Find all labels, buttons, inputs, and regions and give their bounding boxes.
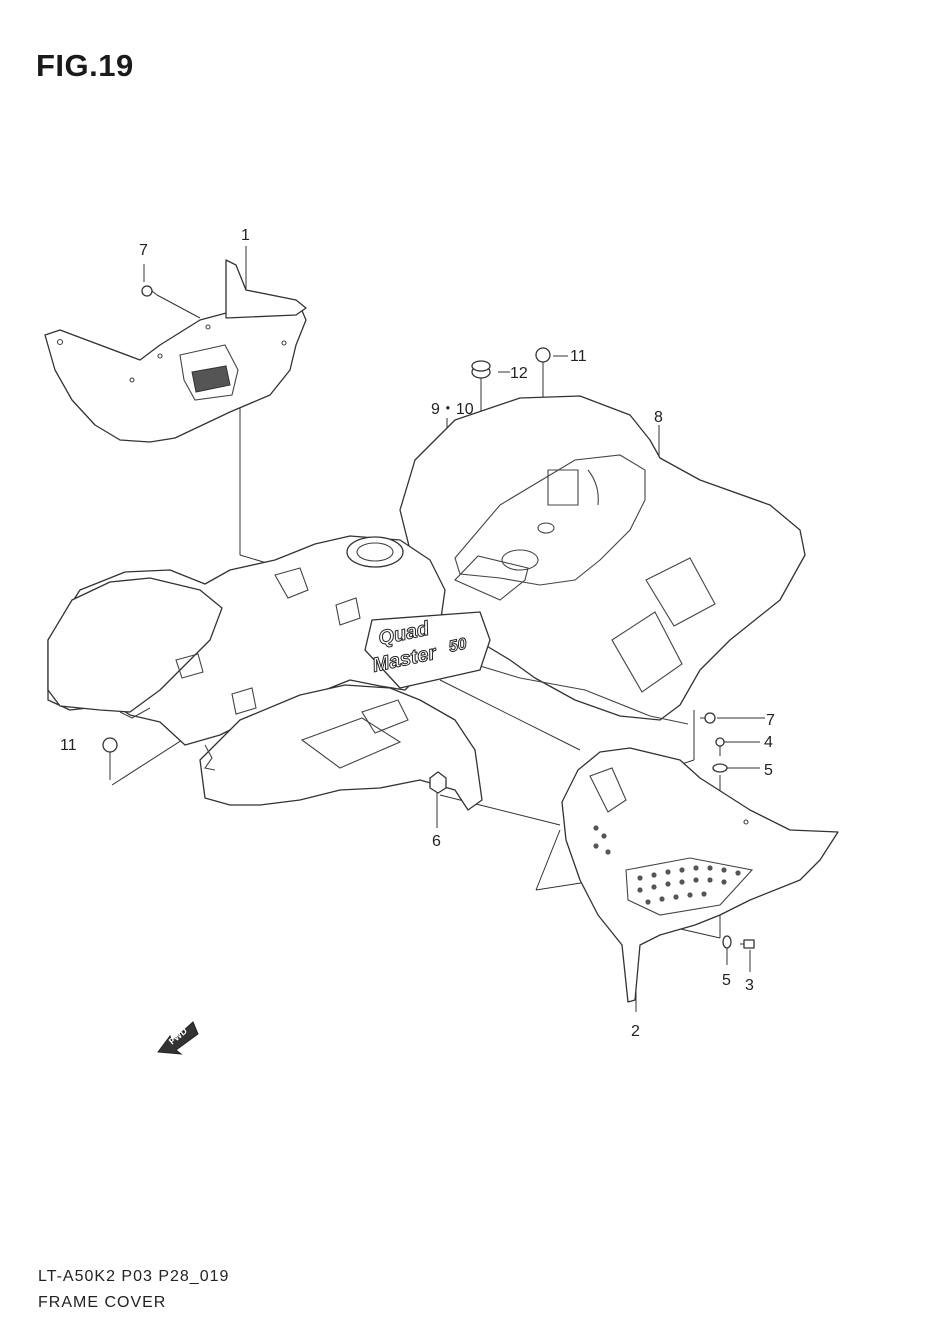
- part-9-10-body-cover: Quad Master 50: [47, 535, 491, 811]
- callout-12: 12: [510, 365, 528, 382]
- callout-7-right: 7: [766, 712, 775, 729]
- bolt-7-right: [700, 712, 716, 724]
- callout-7-top: 7: [139, 242, 148, 259]
- callout-3: 3: [745, 977, 754, 994]
- bolt-11-top: [535, 347, 551, 372]
- part-8-rear-fender: [399, 395, 806, 725]
- fwd-arrow-icon: FWD: [157, 1021, 199, 1055]
- callout-2: 2: [631, 1023, 640, 1040]
- callout-8: 8: [654, 409, 663, 426]
- washer-5-lower: [722, 935, 732, 949]
- callout-1: 1: [241, 227, 250, 244]
- bolt-7-top: [141, 285, 158, 297]
- part-2-footrest: [561, 747, 839, 1003]
- callout-11-top: 11: [570, 348, 587, 365]
- callout-9-10: 9・10: [431, 401, 474, 418]
- diagram-code: LT-A50K2 P03 P28_019: [38, 1268, 230, 1285]
- callout-5-lower: 5: [722, 972, 731, 989]
- callout-5-upper: 5: [764, 762, 773, 779]
- callout-labels: 1 2 3 4 5 5 6 7 7 8 9・10 11 11 12: [60, 227, 775, 1040]
- quad-master-decal: Quad Master 50: [364, 611, 491, 689]
- part-1-front-cover: [44, 259, 307, 443]
- callout-11-left: 11: [60, 737, 77, 754]
- svg-text:50: 50: [447, 636, 468, 656]
- figure-title: FIG.19: [36, 48, 134, 83]
- callout-4: 4: [764, 734, 773, 751]
- bolt-4: [715, 737, 725, 756]
- grommet-12: [471, 360, 491, 379]
- callout-6: 6: [432, 833, 441, 850]
- diagram-name: FRAME COVER: [38, 1294, 167, 1311]
- bolt-11-left: [102, 737, 118, 762]
- nut-6: [429, 771, 447, 794]
- washer-5-upper: [712, 763, 728, 773]
- bolt-3: [740, 939, 755, 949]
